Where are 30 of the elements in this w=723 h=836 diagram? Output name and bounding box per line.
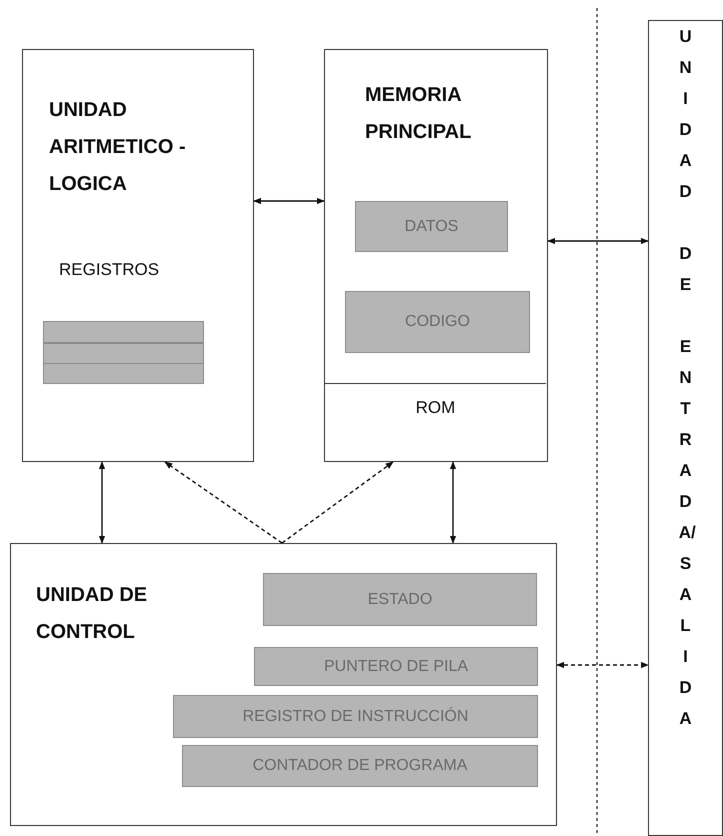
register-box [254, 647, 538, 686]
unit-title: UNIDAD ARITMETICO -LOGICA [49, 98, 187, 197]
dashed-arrow [556, 662, 649, 668]
arrow [253, 198, 325, 204]
register-stack [43, 321, 204, 384]
unit-box [22, 49, 254, 462]
dashed-arrow [164, 461, 282, 544]
register-box [263, 573, 537, 626]
unit-box [648, 20, 723, 836]
dashed-arrow [282, 461, 394, 544]
register-label: REGISTRO DE INSTRUCCIÓN [242, 708, 468, 726]
register-box [182, 745, 538, 787]
register-label: ESTADO [368, 590, 432, 608]
section-label: REGISTROS [59, 260, 160, 280]
unit-title: UNIDAD DE CONTROL [36, 583, 148, 645]
section-label: ROM [416, 398, 456, 419]
arrow [450, 461, 456, 544]
register-box [173, 695, 538, 738]
vertical-label: UNIDAD DE ENTRADA/SALIDA [678, 26, 697, 730]
register-label: CONTADOR DE PROGRAMA [252, 757, 468, 775]
register-label: CODIGO [405, 313, 470, 331]
arrow [547, 238, 649, 244]
unit-box [10, 543, 557, 826]
register-box [355, 201, 508, 252]
register-label: PUNTERO DE PILA [324, 658, 468, 676]
register-label: DATOS [404, 218, 458, 236]
unit-title: MEMORIA PRINCIPAL [365, 83, 472, 145]
unit-box [324, 49, 548, 462]
register-box [345, 291, 530, 353]
arrow [98, 461, 106, 544]
